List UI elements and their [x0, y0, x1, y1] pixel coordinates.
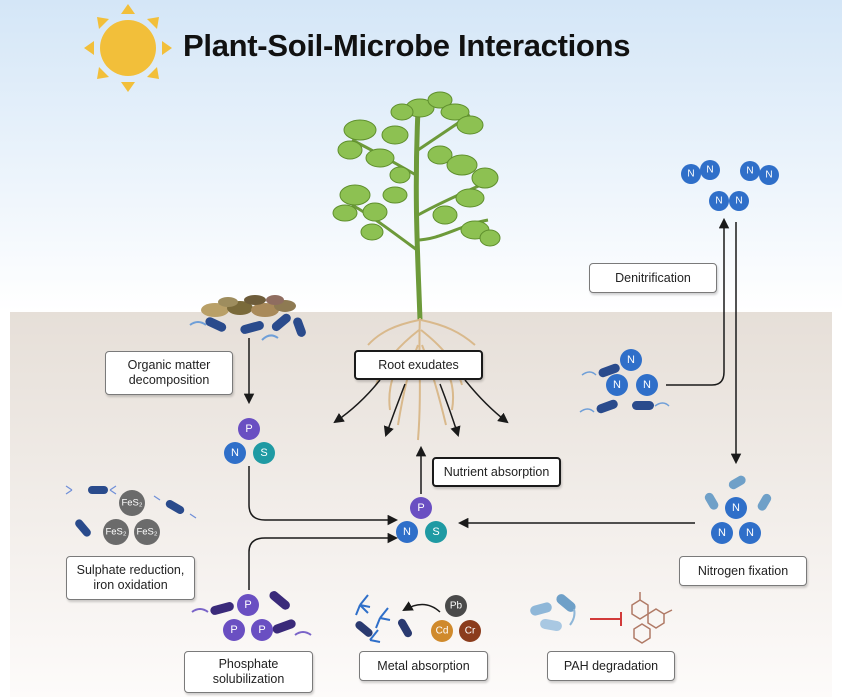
sun-icon	[84, 4, 172, 92]
phosphorus-label: P	[245, 423, 252, 435]
nitrogen-label: N	[627, 354, 635, 366]
pah-degrading-bacteria-icon	[530, 594, 576, 632]
nitrogen-label: N	[613, 379, 621, 391]
label-sulphate-reduction: Sulphate reduction, iron oxidation	[66, 556, 195, 600]
nitrogen-label: N	[715, 196, 722, 207]
soil-nitrogen-cluster: N N N	[606, 349, 658, 396]
plant-icon	[332, 91, 501, 321]
phosphate-bacteria-icon	[191, 591, 312, 636]
fixed-nitrogen-cluster: N N N	[711, 497, 761, 544]
decomposer-bacteria-icon	[189, 313, 306, 341]
nitrogen-label: N	[746, 166, 753, 177]
nitrogen-label: N	[706, 165, 713, 176]
nitrogen-label: N	[403, 526, 411, 538]
phosphorus-label: P	[417, 502, 424, 514]
arrow-denitrification	[666, 217, 730, 386]
root-exudate-arrows	[333, 379, 509, 438]
nitrogen-label: N	[732, 502, 740, 514]
label-organic-matter: Organic matter decomposition	[105, 351, 233, 395]
label-nitrogen-fixation: Nitrogen fixation	[679, 556, 807, 586]
label-root-exudates: Root exudates	[354, 350, 483, 380]
iron-sulfide-cluster: FeS₂ FeS₂ FeS₂	[103, 490, 160, 545]
label-metal-absorption: Metal absorption	[359, 651, 488, 681]
label-phosphate-solubilization: Phosphate solubilization	[184, 651, 313, 693]
atmospheric-nitrogen-cluster: N N N N N N	[681, 160, 779, 211]
arrow-metals-to-bacteria	[402, 601, 441, 613]
nutrient-cluster-left: P N S	[224, 418, 275, 464]
label-denitrification: Denitrification	[589, 263, 717, 293]
arrow-left-to-center	[248, 466, 399, 526]
nitrogen-label: N	[718, 527, 726, 539]
sulfur-label: S	[432, 526, 439, 538]
nitrogen-label: N	[643, 379, 651, 391]
nutrient-cluster-center: P N S	[396, 497, 447, 543]
nitrogen-label: N	[765, 170, 772, 181]
metal-cluster: Pb Cd Cr	[431, 595, 481, 642]
inhibition-line	[590, 612, 622, 626]
nitrogen-label: N	[746, 527, 754, 539]
phosphorus-label: P	[258, 624, 265, 636]
iron-sulfide-label: FeS₂	[136, 527, 157, 538]
cadmium-label: Cd	[436, 626, 449, 637]
metal-absorbing-bacteria-icon	[355, 594, 412, 643]
lead-label: Pb	[450, 601, 463, 612]
nitrogen-label: N	[687, 169, 694, 180]
phosphate-cluster: P P P	[223, 594, 273, 641]
arrow-phosphate-to-center	[248, 532, 399, 590]
sulphate-bacteria-icon	[65, 485, 197, 537]
phosphorus-label: P	[244, 599, 251, 611]
phosphorus-label: P	[230, 624, 237, 636]
sulfur-label: S	[260, 447, 267, 459]
iron-sulfide-label: FeS₂	[105, 527, 126, 538]
label-nutrient-absorption: Nutrient absorption	[432, 457, 561, 487]
page-title: Plant-Soil-Microbe Interactions	[183, 28, 631, 63]
leaf-litter-icon	[201, 295, 296, 317]
nitrogen-label: N	[231, 447, 239, 459]
pah-molecule-icon	[631, 592, 673, 644]
iron-sulfide-label: FeS₂	[121, 498, 142, 509]
label-pah-degradation: PAH degradation	[547, 651, 675, 681]
nitrogen-label: N	[735, 196, 742, 207]
nitrogen-fixing-bacteria-icon	[704, 475, 772, 511]
chromium-label: Cr	[465, 626, 476, 637]
denitrifier-bacteria-icon	[579, 363, 670, 414]
